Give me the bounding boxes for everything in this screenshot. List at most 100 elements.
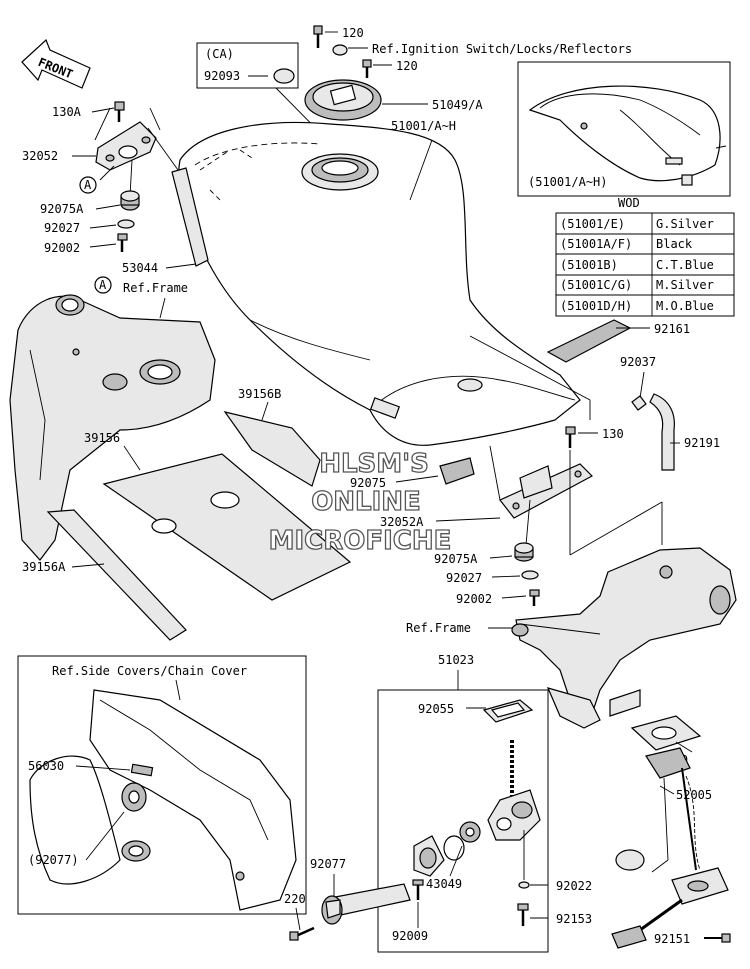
- color-name-0: G.Silver: [656, 217, 714, 231]
- bolt-120-second: [362, 59, 372, 78]
- label-ref-side-covers: Ref.Side Covers/Chain Cover: [52, 664, 247, 678]
- callout-a-frame-label: A: [99, 278, 107, 292]
- watermark-line1: HLSM'S: [319, 449, 429, 479]
- bolt-92002: [117, 233, 128, 252]
- label-92191: 92191: [684, 436, 720, 450]
- callout-a-top: [79, 176, 97, 194]
- label-39156: 39156: [84, 431, 120, 445]
- label-92027-b: 92027: [446, 571, 482, 585]
- label-ref-ignition: Ref.Ignition Switch/Locks/Reflectors: [372, 42, 632, 56]
- bolt-92002-lower: [529, 589, 540, 606]
- bolt-130a: [114, 101, 125, 122]
- label-130: 130: [602, 427, 624, 441]
- screw-220: [289, 926, 315, 941]
- collar-92027: [117, 219, 135, 229]
- bolt-92153: [517, 903, 529, 926]
- color-code-0: (51001/E): [560, 217, 625, 231]
- label-92075: 92075: [350, 476, 386, 490]
- label-120-a: 120: [342, 26, 364, 40]
- label-52005: 52005: [676, 788, 712, 802]
- color-table-header: WOD: [618, 196, 640, 210]
- pad-39156a: [46, 509, 187, 641]
- lever-body: [413, 835, 445, 877]
- label-32052a: 32052A: [380, 515, 424, 529]
- side-cover: [29, 689, 297, 911]
- inset-box-side-covers: [17, 655, 307, 915]
- frame-left: [9, 294, 216, 561]
- watermark-line3: MICROFICHE: [269, 526, 452, 556]
- color-code-1: (51001A/F): [560, 237, 632, 251]
- label-92027-a: 92027: [44, 221, 80, 235]
- color-table: WOD (51001/E) G.Silver (51001A/F) Black …: [555, 196, 735, 317]
- color-code-3: (51001C/G): [560, 278, 632, 292]
- fuel-tank: [178, 121, 581, 446]
- color-code-4: (51001D/H): [560, 299, 632, 313]
- label-51023: 51023: [438, 653, 474, 667]
- collar-92027-lower: [521, 570, 539, 580]
- label-ref-frame-b: Ref.Frame: [406, 621, 471, 635]
- label-220: 220: [284, 892, 306, 906]
- fuel-pump-52005: [611, 747, 729, 949]
- label-39156b: 39156B: [238, 387, 281, 401]
- grommet-92075: [439, 457, 475, 485]
- label-92153: 92153: [556, 912, 592, 926]
- label-32052: 32052: [22, 149, 58, 163]
- label-92037: 92037: [620, 355, 656, 369]
- clip-92037: [631, 395, 647, 411]
- inset-tank: [528, 85, 727, 186]
- label-ref-frame-a: Ref.Frame: [123, 281, 188, 295]
- label-92077-paren: (92077): [28, 853, 79, 867]
- gasket-11060: [630, 715, 702, 751]
- ca-box: [196, 42, 299, 89]
- hose-92191: [649, 393, 675, 471]
- callout-a-top-label: A: [84, 178, 92, 192]
- label-43049: 43049: [426, 877, 462, 891]
- label-56030: 56030: [28, 759, 64, 773]
- label-92002-a: 92002: [44, 241, 80, 255]
- color-name-1: Black: [656, 237, 693, 251]
- label-51049a: 51049/A: [432, 98, 483, 112]
- screw-92009: [412, 879, 424, 900]
- knob-92077: [321, 883, 411, 925]
- grommet-92075a-lower: [514, 542, 534, 562]
- fuel-tap-box: [377, 689, 549, 953]
- bolt-92151: [704, 933, 731, 943]
- label-92077: 92077: [310, 857, 346, 871]
- bracket-32052a: [499, 463, 593, 519]
- gasket-92055: [482, 699, 534, 723]
- label-53044: 53044: [122, 261, 158, 275]
- label-inset: (51001/A~H): [528, 175, 607, 189]
- color-name-2: C.T.Blue: [656, 258, 714, 272]
- fuel-cap: [304, 79, 382, 121]
- bracket-32052: [95, 121, 157, 171]
- label-130a: 130A: [52, 105, 82, 119]
- label-92093: 92093: [204, 69, 240, 83]
- washer-92022: [518, 881, 530, 889]
- color-code-2: (51001B): [560, 258, 618, 272]
- label-92161: 92161: [654, 322, 690, 336]
- bolt-120-top: [313, 25, 323, 48]
- fuel-tap-body: [487, 740, 541, 841]
- color-name-4: M.O.Blue: [656, 299, 714, 313]
- label-51001ah: 51001/A~H: [391, 119, 456, 133]
- bolt-130: [565, 426, 576, 448]
- frame-right: [511, 547, 737, 729]
- watermark-line2: ONLINE: [311, 487, 421, 517]
- pad-39156b: [223, 411, 321, 487]
- label-92075a-2: 92075A: [434, 552, 478, 566]
- label-120-b: 120: [396, 59, 418, 73]
- watermark: HLSM'S ONLINE MICROFICHE: [268, 448, 452, 556]
- callout-a-frame: [94, 276, 112, 294]
- inset-box: [517, 61, 731, 197]
- strip-53044: [171, 167, 209, 267]
- grommet-92075a: [120, 190, 140, 211]
- label-92009: 92009: [392, 929, 428, 943]
- label-92002-b: 92002: [456, 592, 492, 606]
- label-92022: 92022: [556, 879, 592, 893]
- label-39156a: 39156A: [22, 560, 66, 574]
- front-arrow: FRONT: [21, 38, 91, 89]
- pad-39156: [102, 453, 352, 601]
- label-ca: (CA): [205, 47, 234, 61]
- label-92075a: 92075A: [40, 202, 84, 216]
